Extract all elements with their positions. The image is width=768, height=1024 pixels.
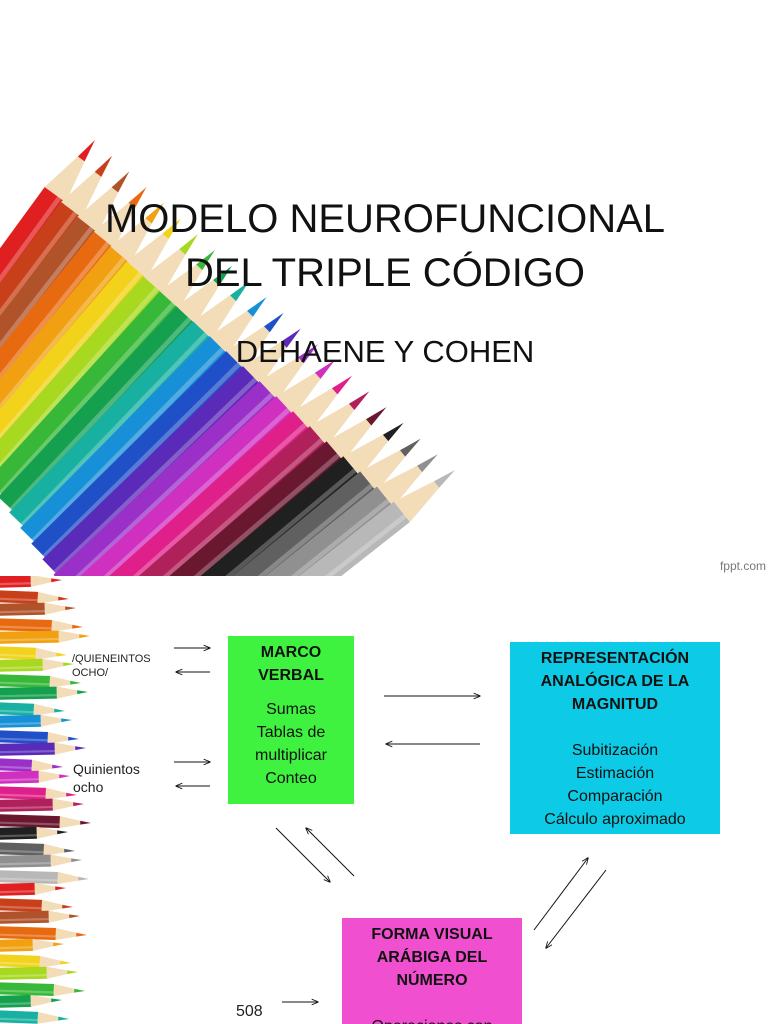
phonetic-label: /QUIENEINTOS OCHO/ bbox=[72, 653, 151, 679]
title-line-1: MODELO NEUROFUNCIONAL bbox=[104, 197, 666, 241]
arrows-layer bbox=[174, 576, 607, 1024]
verbal-frame-box: MARCO VERBAL Sumas Tablas de multiplicar… bbox=[228, 636, 354, 804]
pencil-fan-illustration bbox=[0, 140, 455, 576]
title-slide: MODELO NEUROFUNCIONAL DEL TRIPLE CÓDIGO … bbox=[0, 140, 766, 576]
written-word-label: Quinientos ocho bbox=[73, 761, 140, 795]
verbal-item: Conteo bbox=[265, 770, 317, 787]
visual-item: Operaciones con bbox=[342, 1015, 522, 1024]
verbal-item: Tablas de bbox=[256, 724, 326, 741]
analog-item: Cálculo aproximado bbox=[544, 811, 686, 828]
analog-item: Estimación bbox=[575, 765, 655, 782]
verbal-item: multiplicar bbox=[254, 747, 327, 764]
analog-item: Comparación bbox=[567, 788, 663, 805]
title-line-2: DEL TRIPLE CÓDIGO bbox=[184, 251, 586, 295]
analog-magnitude-box: REPRESENTACIÓN ANALÓGICA DE LA MAGNITUD … bbox=[510, 642, 720, 834]
visual-arabic-box: FORMA VISUAL ARÁBIGA DEL NÚMERO Operacio… bbox=[342, 918, 522, 1024]
arrow-analog-to-visual bbox=[546, 869, 607, 948]
arrow-verbal-to-visual bbox=[275, 827, 330, 882]
verbal-item: Sumas bbox=[266, 701, 316, 718]
digit-label: 508 bbox=[236, 1003, 263, 1020]
pencil-stack-illustration bbox=[0, 576, 91, 1024]
slide-title: MODELO NEUROFUNCIONAL DEL TRIPLE CÓDIGO bbox=[60, 192, 710, 300]
analog-item: Subitización bbox=[571, 742, 659, 759]
diagram-slide: /QUIENEINTOS OCHO/ Quinientos ocho 508 M… bbox=[0, 576, 768, 1024]
arrow-visual-to-analog bbox=[533, 858, 588, 931]
arrow-visual-to-verbal bbox=[306, 828, 355, 877]
slide-subtitle: DEHAENE Y COHEN bbox=[235, 334, 535, 369]
credit-text: fppt.com bbox=[719, 559, 766, 573]
